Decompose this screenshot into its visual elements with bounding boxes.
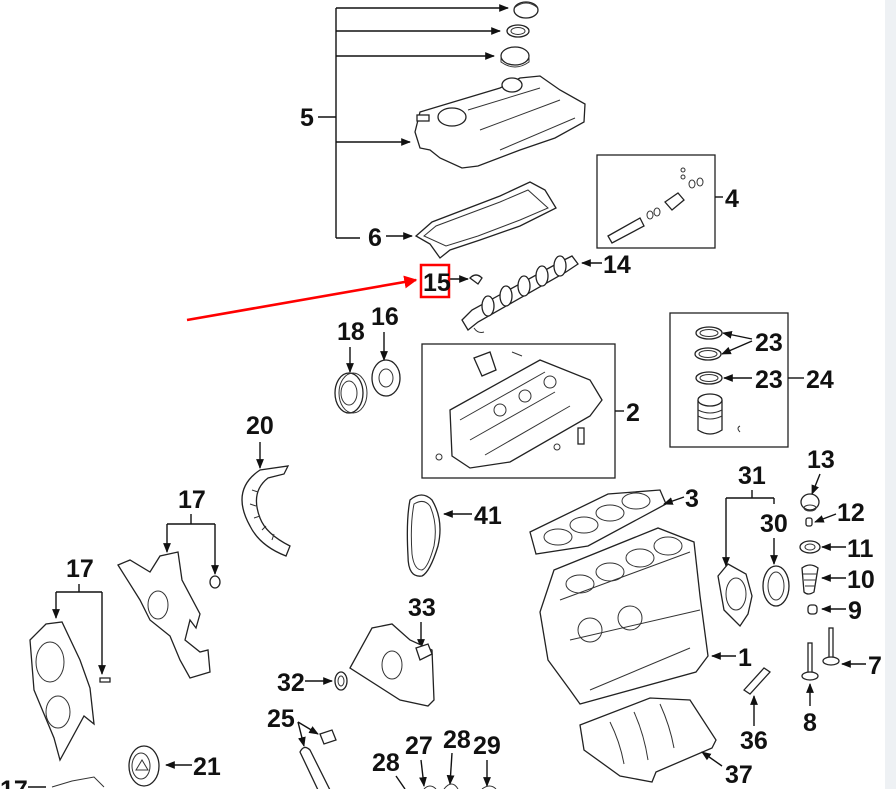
- inner-timing-cover-icon: [117, 551, 211, 679]
- callout-5[interactable]: 5: [300, 104, 314, 132]
- scrollbar-track[interactable]: [885, 0, 896, 789]
- oil-pan-icon: [579, 697, 717, 783]
- callout-30[interactable]: 30: [760, 510, 788, 538]
- callout-6[interactable]: 6: [368, 224, 382, 252]
- valve-keeper-icon: [805, 517, 813, 527]
- front-seal-icon: [334, 671, 348, 691]
- callout-2[interactable]: 2: [626, 399, 640, 427]
- rear-main-seal-icon: [762, 565, 790, 607]
- tensioner-group: 21: [128, 745, 221, 787]
- callout-21[interactable]: 21: [193, 753, 221, 781]
- callout-14[interactable]: 14: [603, 251, 631, 279]
- callout-1[interactable]: 1: [738, 644, 752, 672]
- callout-23-a[interactable]: 23: [755, 329, 783, 357]
- callout-3[interactable]: 3: [685, 485, 699, 513]
- callout-25[interactable]: 25: [267, 705, 295, 733]
- cylinder-head-group: 2: [421, 343, 640, 479]
- valve-spring-icon: [801, 564, 819, 595]
- piston-pin-icon: [319, 729, 337, 745]
- baffle-icon: [743, 667, 771, 695]
- rocker-arm-kit-group: 4: [596, 154, 739, 249]
- exhaust-valve-icon: [801, 642, 819, 681]
- callout-16[interactable]: 16: [371, 303, 399, 331]
- callout-15[interactable]: 15: [423, 269, 451, 297]
- callout-11[interactable]: 11: [847, 535, 874, 563]
- callout-28-b[interactable]: 28: [443, 726, 471, 754]
- callout-20[interactable]: 20: [246, 412, 274, 440]
- piston-icon: [697, 393, 741, 435]
- engine-block-group: 3 1 37 36: [529, 485, 771, 789]
- callout-41[interactable]: 41: [474, 502, 502, 530]
- callout-32[interactable]: 32: [277, 669, 305, 697]
- oil-pump-group: 41 33 32: [277, 494, 502, 707]
- tensioner-icon: [128, 745, 160, 787]
- callout-31[interactable]: 31: [738, 462, 766, 490]
- clip-icon-b: [99, 677, 111, 683]
- pump-gasket-icon: [406, 494, 441, 577]
- intake-valve-icon: [822, 627, 840, 666]
- callout-17-b[interactable]: 17: [66, 555, 94, 583]
- callout-23-b[interactable]: 23: [755, 366, 783, 394]
- o-ring-small-icon: [506, 24, 530, 38]
- callout-17-c[interactable]: 17: [0, 776, 28, 794]
- clip-icon-a: [209, 575, 221, 589]
- callout-36[interactable]: 36: [740, 727, 768, 755]
- cam-sprocket-icon: [371, 359, 401, 397]
- oil-filler-cap-icon: [513, 1, 539, 19]
- callout-7[interactable]: 7: [868, 652, 882, 680]
- timing-belt-icon: [241, 465, 291, 557]
- timing-belt-group: 20: [241, 412, 291, 557]
- rocker-shaft-icon: [607, 167, 704, 244]
- engine-block-icon: [539, 527, 709, 705]
- outer-timing-cover-icon: [29, 621, 95, 762]
- callout-13[interactable]: 13: [807, 446, 835, 474]
- callout-12[interactable]: 12: [837, 499, 865, 527]
- callout-29[interactable]: 29: [473, 732, 501, 760]
- callout-28-a[interactable]: 28: [372, 749, 400, 777]
- connecting-rod-icon: [299, 746, 332, 791]
- camshaft-group: 14 15: [186, 251, 631, 333]
- callout-17-a[interactable]: 17: [178, 486, 206, 514]
- camshaft-icon: [461, 255, 579, 333]
- callout-4[interactable]: 4: [725, 185, 739, 213]
- seal-retainer-icon: [717, 563, 753, 628]
- valve-cover-group: 5 6: [300, 1, 586, 259]
- highlight-arrow: [186, 275, 418, 322]
- cylinder-head-icon: [435, 351, 603, 469]
- piston-group: 23 23 24: [669, 312, 834, 448]
- callout-33[interactable]: 33: [408, 594, 436, 622]
- spring-seat-icon: [799, 540, 821, 554]
- callout-18[interactable]: 18: [337, 318, 365, 346]
- callout-8[interactable]: 8: [803, 709, 817, 737]
- valve-cover-icon: [414, 75, 586, 169]
- piston-ring-1-icon: [695, 326, 723, 340]
- highlight-box: [419, 263, 451, 299]
- valve-train-group: 13 12 11 10 9 7: [799, 446, 882, 737]
- cam-key-icon: [469, 274, 483, 285]
- crank-sprocket-icon: [334, 372, 368, 414]
- piston-ring-3-icon: [695, 371, 723, 385]
- valve-cover-gasket-icon: [414, 181, 557, 259]
- oil-pump-icon: [349, 623, 435, 707]
- o-ring-large-icon: [500, 46, 530, 68]
- callout-9[interactable]: 9: [848, 597, 862, 625]
- callout-27[interactable]: 27: [405, 732, 433, 760]
- piston-ring-2-icon: [694, 347, 722, 361]
- callout-24[interactable]: 24: [806, 366, 834, 394]
- callout-10[interactable]: 10: [847, 566, 875, 594]
- connecting-rod-group: 25 28 27 28 29: [267, 705, 501, 791]
- timing-covers-group: 17 17 17: [0, 486, 221, 794]
- valve-stem-seal-icon: [807, 604, 818, 615]
- callout-37[interactable]: 37: [725, 761, 753, 789]
- lifter-icon: [800, 493, 820, 512]
- rear-seal-group: 31 30: [717, 462, 790, 628]
- sprockets-group: 18 16: [334, 303, 401, 414]
